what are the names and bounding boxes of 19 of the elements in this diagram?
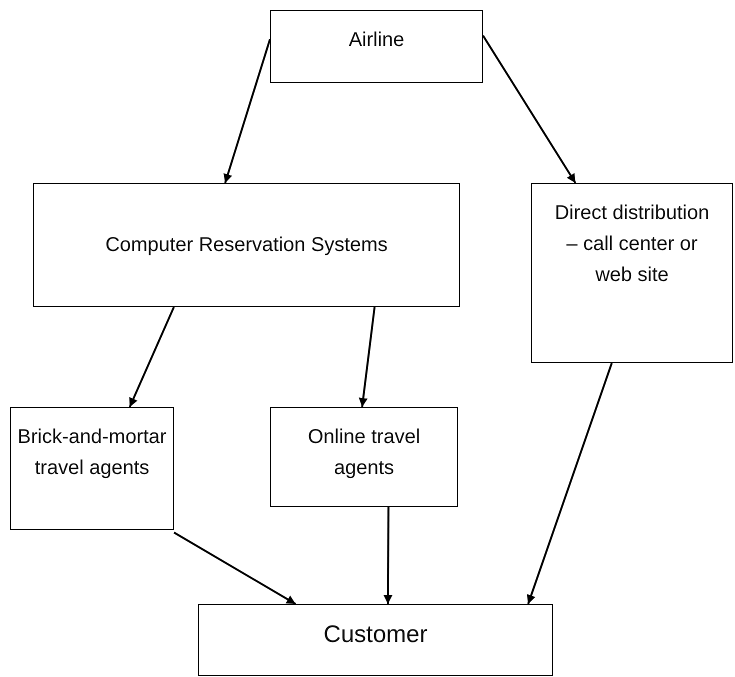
process-box <box>270 407 458 507</box>
box-label: Computer Reservation Systems <box>105 232 388 258</box>
process-box <box>270 10 483 83</box>
arrow <box>174 532 296 605</box>
box-label: Customer <box>323 620 428 650</box>
box-label: Airline <box>348 28 404 53</box>
box-label: Online travel agents <box>306 425 422 481</box>
arrow <box>383 507 392 604</box>
process-box <box>531 183 733 363</box>
box-label: Direct distribution – call center or web site <box>554 201 710 288</box>
process-box <box>198 604 553 676</box>
arrow <box>526 362 613 604</box>
process-box <box>33 183 460 307</box>
process-box <box>10 407 174 530</box>
arrow <box>128 306 175 408</box>
arrow <box>358 306 376 408</box>
arrow <box>224 38 271 184</box>
arrow <box>482 35 576 184</box>
box-label: Brick-and-mortar travel agents <box>17 425 167 481</box>
